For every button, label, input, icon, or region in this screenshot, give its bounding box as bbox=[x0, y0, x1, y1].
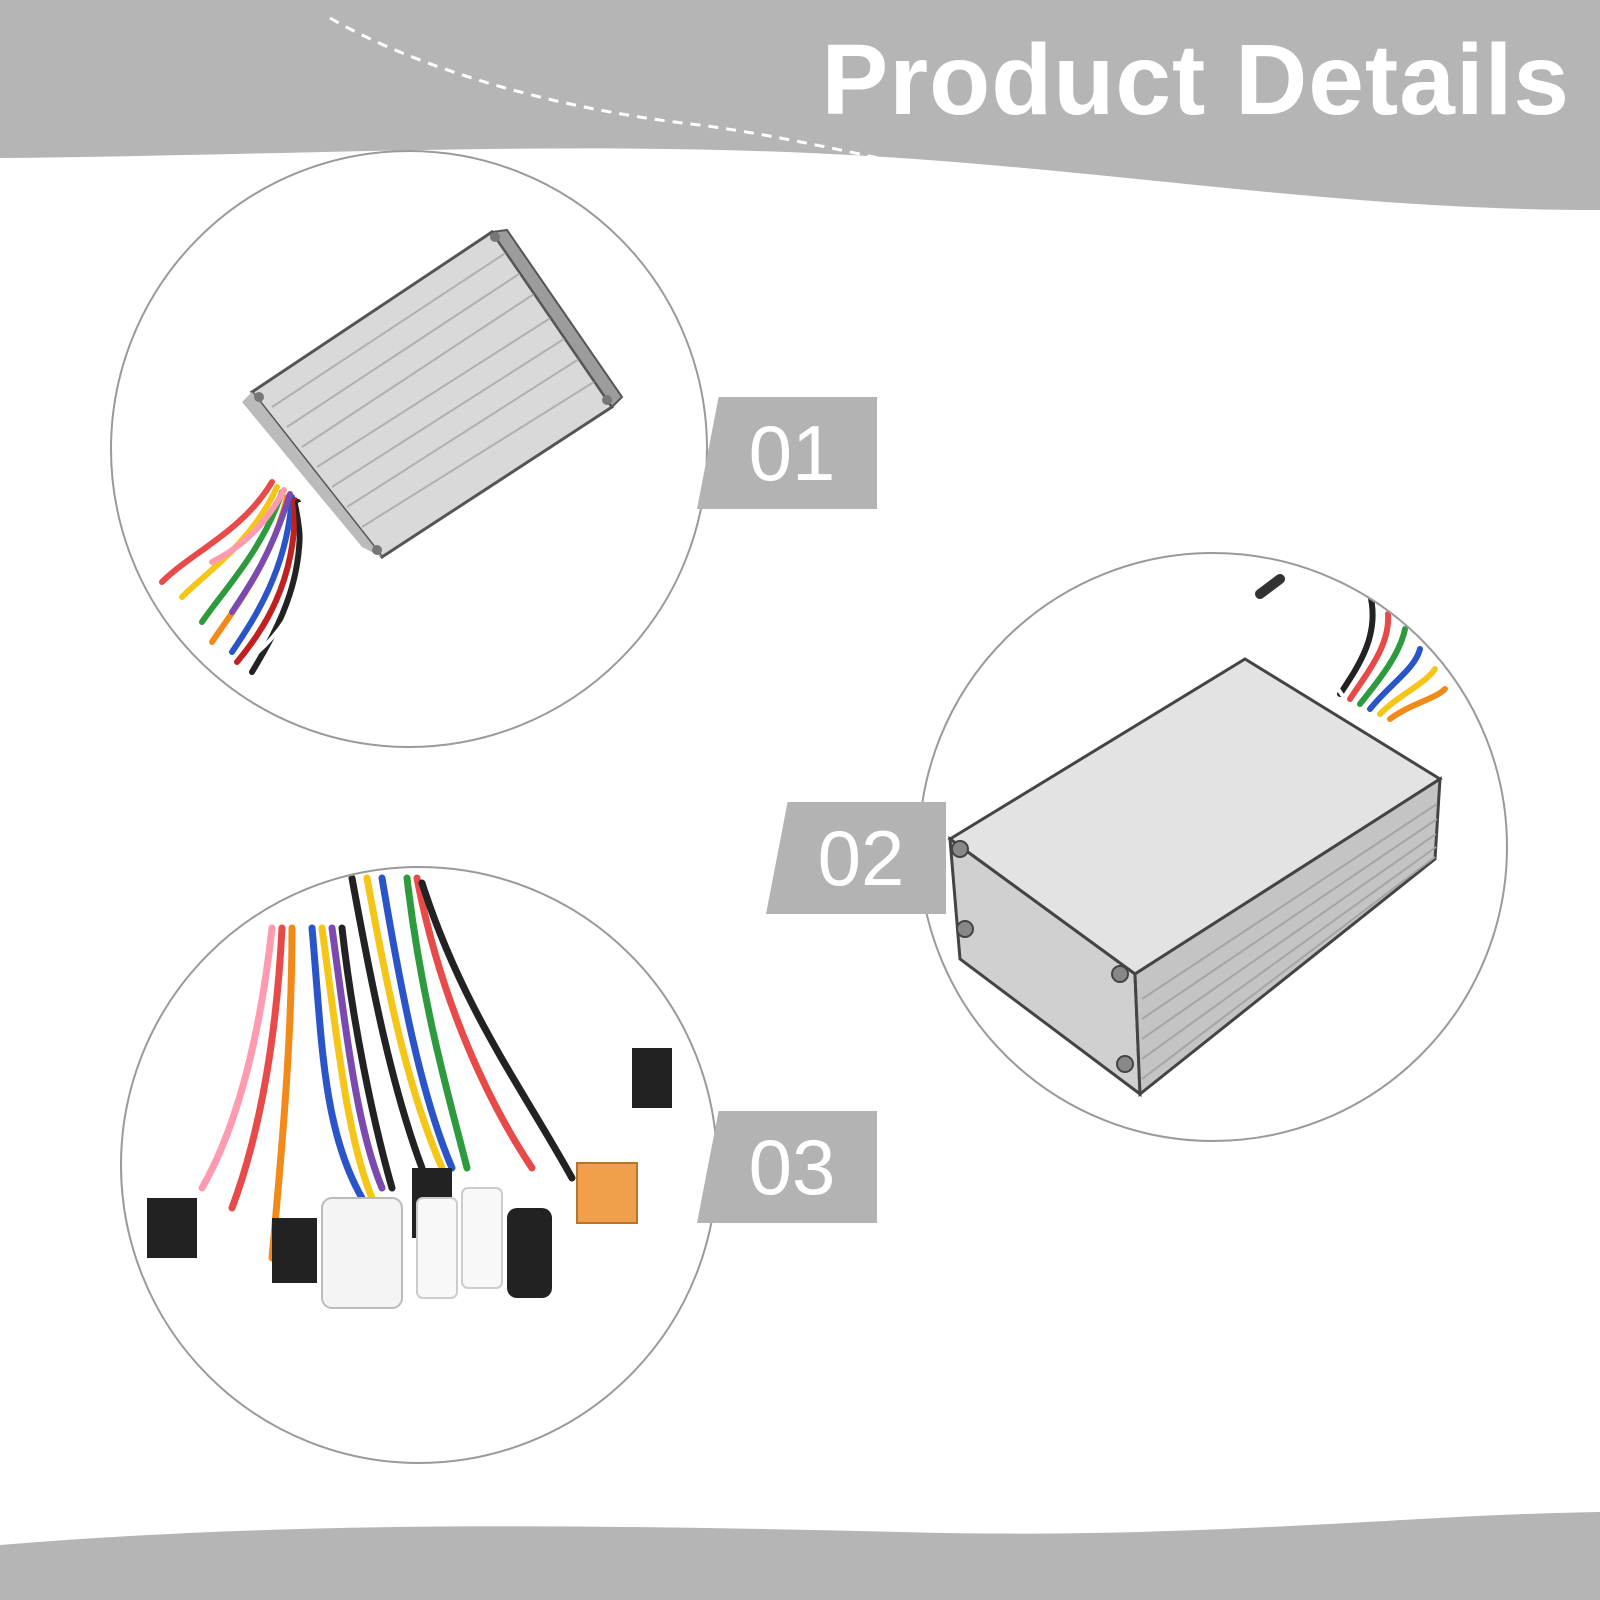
view-number-03: 03 bbox=[697, 1111, 877, 1223]
product-view-03 bbox=[120, 866, 718, 1464]
footer-band bbox=[0, 1512, 1600, 1600]
product-view-02 bbox=[918, 552, 1508, 1142]
header-dashed-curve bbox=[329, 16, 1181, 207]
controller-image-01 bbox=[159, 228, 624, 675]
product-view-01 bbox=[110, 150, 708, 748]
view-number-02: 02 bbox=[766, 802, 946, 914]
controller-image-02 bbox=[947, 574, 1448, 1098]
wiring-image-03 bbox=[147, 874, 672, 1309]
view-number-01: 01 bbox=[697, 397, 877, 509]
page-title: Product Details bbox=[821, 24, 1570, 136]
